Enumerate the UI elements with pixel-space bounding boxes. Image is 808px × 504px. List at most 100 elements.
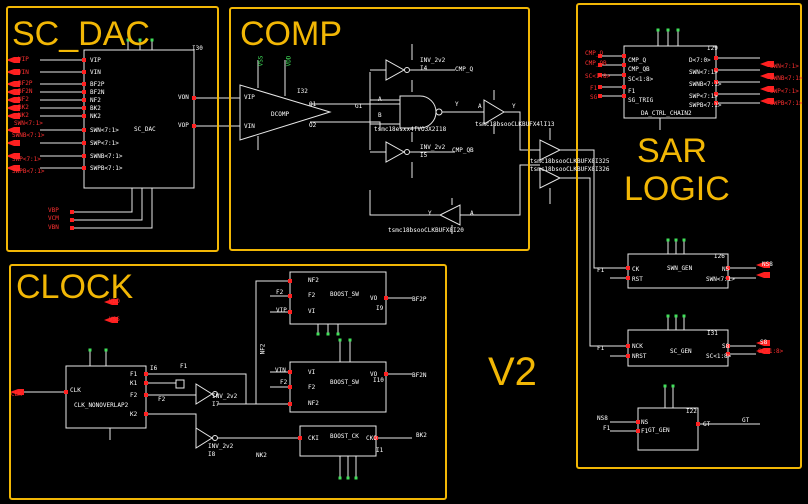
sc-dac-ext-pin[interactable]: NF2 [18, 96, 29, 103]
sc-dac-section [6, 6, 219, 252]
inv2-name: INV_2v2 [420, 144, 446, 151]
sc-dac-ext-pin[interactable]: SWN<7:1> [14, 120, 43, 127]
chain-ext-pin[interactable]: SWN<7:1> [770, 63, 799, 70]
clk-pwr[interactable]: VSS [109, 316, 120, 323]
clk-inv-a [195, 383, 213, 405]
chain-name: DA_CTRL_CHAIN2 [641, 110, 692, 117]
sc-dac-pin: SWPB<7:1> [90, 165, 123, 172]
clk-gen-pin: F2 [130, 392, 138, 399]
chain-ext-pin[interactable]: SC<1:8> [585, 73, 611, 80]
pin-dot [622, 73, 626, 77]
sc-dac-ext-pin[interactable]: VBP [48, 207, 59, 214]
clk-input[interactable]: CLK [11, 391, 22, 398]
chain-pin: SC<1:8> [628, 76, 654, 83]
pin-tag [6, 81, 20, 87]
pin-dot [726, 266, 730, 270]
sc-dac-ext-pin[interactable]: SWP<7:1> [12, 156, 41, 163]
pin-dot [82, 106, 86, 110]
pin-dot [622, 54, 626, 58]
chain-ext-pin[interactable]: SWPB<7:1> [770, 100, 803, 107]
sc-gen-instance: I31 [707, 330, 718, 337]
pin-tag [756, 348, 770, 354]
chain-pin: SWP<7:1> [689, 93, 718, 100]
green-dot [138, 38, 142, 42]
sc-dac-ext-pin[interactable]: SWPB<7:1> [12, 168, 45, 175]
sc-dac-ext-pin[interactable]: VBN [48, 224, 59, 231]
green-dot [88, 348, 92, 352]
pin-dot [622, 94, 626, 98]
pin-tag [756, 262, 770, 268]
boost-ck-pin: CKO [366, 435, 377, 442]
sc-dac-pin: SWN<7:1> [90, 127, 119, 134]
net-g1: G1 [355, 103, 363, 110]
clk-gen-pin: F1 [130, 371, 138, 378]
green-dot [336, 332, 340, 336]
pin-tag [6, 153, 20, 159]
sc-dac-ext-pin[interactable]: BF2N [18, 88, 33, 95]
chain-ext-pin[interactable]: SWNB<7:1> [770, 75, 803, 82]
pin-dot [144, 381, 148, 385]
sc-dac-pin: SWNB<7:1> [90, 153, 123, 160]
pin-tag [756, 340, 770, 346]
net-cmp-q: CMP_Q [455, 66, 474, 73]
sc-dac-ext-pin[interactable]: SWNB<7:1> [12, 132, 45, 139]
pin-tag [760, 86, 774, 92]
inv-a-instance: I7 [212, 401, 220, 408]
pin-dot [192, 96, 196, 100]
pin-dot [598, 63, 602, 67]
pin-dot [714, 56, 718, 60]
dcomp-pin: O2 [309, 122, 317, 129]
block-outline [83, 49, 195, 189]
clk-ext: BF2N [412, 372, 427, 379]
sc-dac-instance: I30 [192, 45, 203, 52]
pin-dot [626, 354, 630, 358]
gt-gen-pin: GT [703, 421, 711, 428]
gt-gen-pin: F1 [641, 428, 649, 435]
pin-dot [384, 296, 388, 300]
boost-sw1-name: BOOST_SW [330, 291, 359, 298]
chain-ext-pin[interactable]: SG [590, 94, 598, 101]
pin-dot [288, 402, 292, 406]
sc-dac-ext-pin[interactable]: VIP [18, 56, 29, 63]
green-dot [348, 338, 352, 342]
green-dot [682, 238, 686, 242]
dcomp-amp [239, 84, 332, 141]
sc-gen-ext-pin[interactable]: SC<1:8> [758, 348, 784, 355]
swn-pin: SWN<7:1> [706, 276, 735, 283]
sc-dac-pin: VON [178, 94, 189, 101]
sc-gen-name: SC_GEN [670, 348, 692, 355]
boost-ck-pin: CKI [308, 435, 319, 442]
swn-instance: I26 [714, 253, 725, 260]
sc-dac-ext-pin[interactable]: BK2 [18, 104, 29, 111]
pin-tag [6, 57, 20, 63]
clk-gen-pin: K1 [130, 380, 138, 387]
boost-ck-instance: I1 [376, 447, 384, 454]
chain-pin: F1 [628, 88, 636, 95]
sc-dac-ext-pin[interactable]: VIN [18, 69, 29, 76]
sc-dac-ext-pin[interactable]: NK2 [18, 112, 29, 119]
sar-buf-a-name: tsmc18bsooCLKBUFX8I325 [530, 158, 610, 165]
clk-gen-pin: K2 [130, 411, 138, 418]
pin-dot [626, 276, 630, 280]
pin-tag [6, 140, 20, 146]
sc-dac-ext-pin[interactable]: BF2P [18, 80, 33, 87]
pin-dot [82, 82, 86, 86]
green-dot [666, 314, 670, 318]
comp-title: COMP [240, 15, 342, 53]
clk-ext: VIP [276, 307, 287, 314]
gt-ext: NS8 [597, 415, 608, 422]
clk-pwr[interactable]: VDD [109, 298, 120, 305]
chain-ext-pin[interactable]: F1 [590, 85, 598, 92]
gate-pin: B [378, 112, 382, 119]
green-dot [126, 38, 130, 42]
sc-dac-ext-pin[interactable]: VCM [48, 215, 59, 222]
chain-ext-pin[interactable]: CMP_QB [585, 60, 607, 67]
pin-tag [104, 317, 118, 323]
probe-box [175, 379, 185, 389]
buf-pin: A [470, 210, 474, 217]
green-dot [104, 348, 108, 352]
chain-ext-pin[interactable]: CMP_Q [585, 50, 604, 57]
chain-ext-pin[interactable]: SWP<7:1> [770, 88, 799, 95]
clk-gen-pin: CLK [70, 387, 81, 394]
chain-pin: SWNB<7:1> [689, 81, 722, 88]
